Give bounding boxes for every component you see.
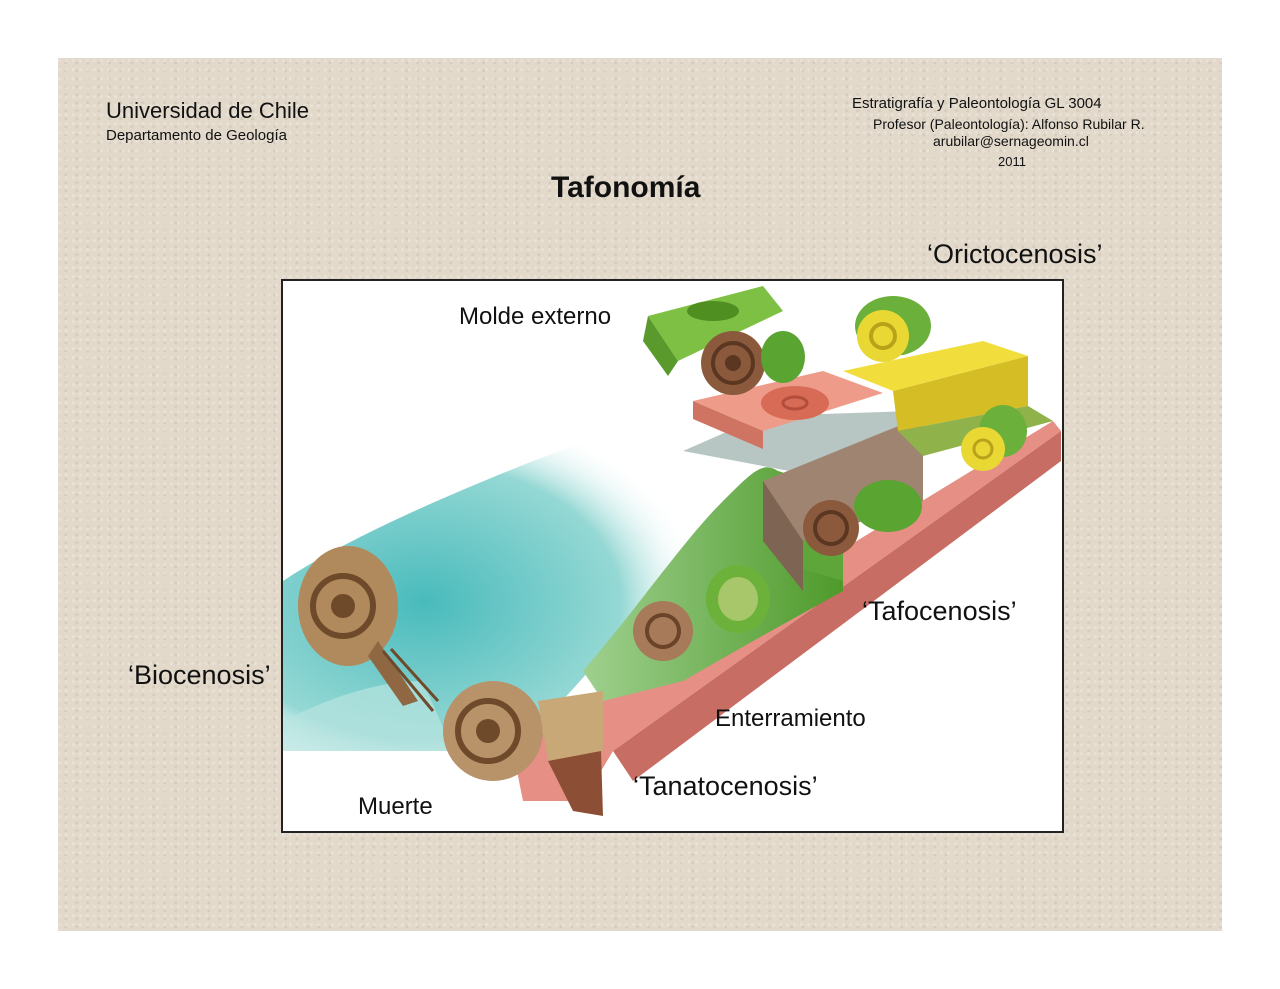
shell-brown-middle [803,480,922,556]
taphonomy-drawing [283,286,1061,816]
professor-email: arubilar@sernageomin.cl [933,133,1089,149]
page-title: Tafonomía [551,171,701,204]
shell-yellow-right [961,405,1027,471]
label-orictocenosis: ‘Orictocenosis’ [927,239,1103,269]
professor-name: Profesor (Paleontología): Alfonso Rubila… [873,116,1145,132]
pink-slab [693,371,883,449]
label-biocenosis: ‘Biocenosis’ [128,660,271,690]
slide: Universidad de Chile Departamento de Geo… [58,58,1222,931]
green-mold-block [643,286,783,376]
label-tanatocenosis: ‘Tanatocenosis’ [633,771,818,801]
label-tafocenosis: ‘Tafocenosis’ [862,596,1017,626]
shell-lower-slope [633,565,770,661]
shell-brown-upper [701,331,805,395]
ammonite-dead [443,681,603,816]
label-molde-externo: Molde externo [459,303,612,330]
university-name: Universidad de Chile [106,98,309,123]
label-muerte: Muerte [358,793,433,820]
course-name: Estratigrafía y Paleontología GL 3004 [852,95,1102,112]
taphonomy-illustration: Molde externo ‘Tafocenosis’ Enterramient… [281,279,1064,833]
ammonite-living [298,546,440,712]
shell-yellow-green-top [855,296,931,362]
department-name: Departamento de Geología [106,127,287,144]
year: 2011 [998,154,1026,169]
label-enterramiento: Enterramiento [715,705,866,732]
